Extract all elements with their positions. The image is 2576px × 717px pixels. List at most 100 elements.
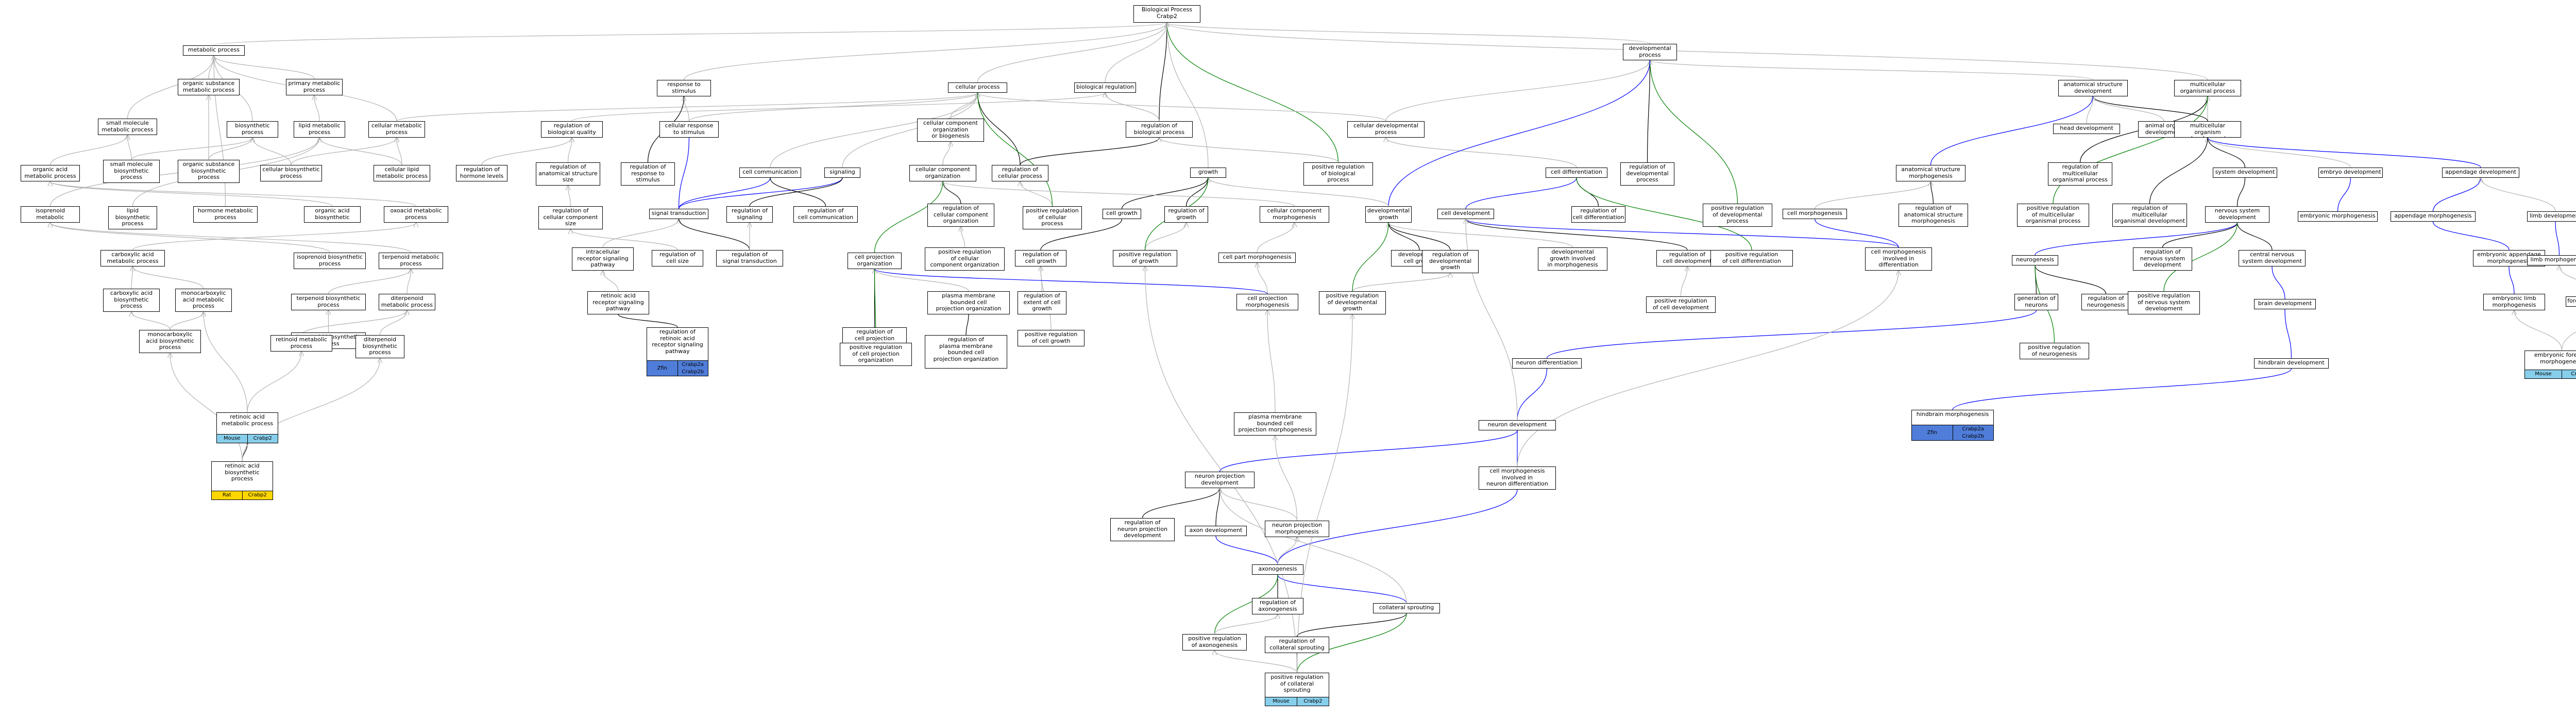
go-term-node[interactable]: biological regulation xyxy=(1074,82,1136,93)
go-term-node[interactable]: positive regulation of cell development xyxy=(1646,296,1716,313)
go-term-node[interactable]: biosynthetic process xyxy=(227,121,278,138)
go-term-node[interactable]: cell development xyxy=(1437,209,1494,219)
go-term-node[interactable]: neuron development xyxy=(1479,420,1556,430)
go-term-node[interactable]: regulation of plasma membrane bounded ce… xyxy=(925,335,1007,369)
go-term-node[interactable]: regulation of developmental growth xyxy=(1422,250,1479,273)
go-term-node[interactable]: system development xyxy=(2213,168,2277,178)
go-term-node[interactable]: regulation of neurogenesis xyxy=(2081,294,2130,310)
go-term-node[interactable]: regulation of nervous system development xyxy=(2133,247,2192,271)
go-term-node[interactable]: regulation of multicellular organismal p… xyxy=(2048,162,2112,186)
go-term-node[interactable]: neuron differentiation xyxy=(1512,358,1582,369)
go-term-node[interactable]: plasma membrane bounded cell projection … xyxy=(1234,412,1316,436)
go-term-node[interactable]: regulation of biological process xyxy=(1126,121,1193,138)
go-term-node[interactable]: signal transduction xyxy=(649,209,708,219)
go-term-node[interactable]: regulation of cellular component organiz… xyxy=(927,204,994,227)
go-term-node[interactable]: small molecule biosynthetic process xyxy=(103,160,160,183)
go-term-node[interactable]: anatomical structure development xyxy=(2058,80,2128,96)
go-term-node[interactable]: embryonic forelimb morphogenesisMouseCra… xyxy=(2524,351,2576,379)
go-term-node[interactable]: regulation of response to stimulus xyxy=(621,162,675,186)
go-term-node[interactable]: regulation of growth xyxy=(1164,206,1208,223)
go-term-node[interactable]: central nervous system development xyxy=(2239,250,2306,266)
go-term-node[interactable]: cellular metabolic process xyxy=(368,121,425,138)
go-term-node[interactable]: isoprenoid biosynthetic process xyxy=(294,253,366,269)
go-term-node[interactable]: intracellular receptor signaling pathway xyxy=(572,247,634,271)
go-term-node[interactable]: embryonic morphogenesis xyxy=(2298,211,2378,222)
go-term-node[interactable]: growth xyxy=(1190,168,1226,178)
go-term-node[interactable]: regulation of multicellular organismal d… xyxy=(2112,204,2187,227)
go-term-node[interactable]: regulation of signaling xyxy=(726,206,773,223)
go-term-node[interactable]: multicellular organism development xyxy=(2174,121,2241,138)
go-term-node[interactable]: brain development xyxy=(2254,299,2316,309)
go-term-node[interactable]: diterpenoid metabolic process xyxy=(379,294,435,310)
go-term-node[interactable]: developmental process xyxy=(1623,44,1677,60)
go-term-node[interactable]: neuron projection development xyxy=(1185,472,1255,488)
go-term-node[interactable]: hormone metabolic process xyxy=(193,206,258,223)
go-term-node[interactable]: diterpenoid biosynthetic process xyxy=(355,335,404,358)
go-term-node[interactable]: nervous system development xyxy=(2205,206,2269,223)
go-term-node[interactable]: regulation of collateral sprouting xyxy=(1265,637,1329,653)
go-term-node[interactable]: neurogenesis xyxy=(2012,255,2058,265)
go-term-node[interactable]: retinoid metabolic process xyxy=(270,335,332,352)
go-term-node[interactable]: multicellular organismal process xyxy=(2174,80,2241,96)
go-term-node[interactable]: anatomical structure morphogenesis xyxy=(1896,165,1965,181)
go-term-node[interactable]: cellular component organization or bioge… xyxy=(917,119,984,142)
go-term-node[interactable]: positive regulation of cellular process xyxy=(1023,206,1082,229)
go-term-node[interactable]: positive regulation of growth xyxy=(1113,250,1177,266)
go-term-node[interactable]: carboxylic acid metabolic process xyxy=(100,250,165,266)
go-term-node[interactable]: regulation of extent of cell growth xyxy=(1018,291,1066,314)
go-term-node[interactable]: regulation of neuron projection developm… xyxy=(1110,518,1175,541)
go-term-node[interactable]: organic substance metabolic process xyxy=(178,79,240,95)
go-term-node[interactable]: cellular component organization xyxy=(909,165,976,181)
go-term-node[interactable]: regulation of cell communication xyxy=(793,206,858,223)
go-term-node[interactable]: regulation of signal transduction xyxy=(716,250,783,266)
go-term-node[interactable]: neuron projection morphogenesis xyxy=(1265,521,1329,537)
go-term-node[interactable]: regulation of biological quality xyxy=(541,121,603,138)
go-term-node[interactable]: terpenoid metabolic process xyxy=(379,253,443,269)
go-term-node[interactable]: positive regulation of cellular componen… xyxy=(925,247,1005,271)
go-term-node[interactable]: regulation of cell growth xyxy=(1015,250,1066,266)
go-term-node[interactable]: cellular response to stimulus xyxy=(659,121,719,138)
go-term-node[interactable]: plasma membrane bounded cell projection … xyxy=(927,291,1010,314)
go-term-node[interactable]: cellular process xyxy=(948,82,1007,93)
go-term-node[interactable]: monocarboxylic acid metabolic process xyxy=(175,289,232,312)
go-term-node[interactable]: regulation of anatomical structure size xyxy=(536,162,600,186)
go-term-node[interactable]: collateral sprouting xyxy=(1373,603,1440,613)
go-term-node[interactable]: regulation of hormone levels xyxy=(456,165,507,181)
go-term-node[interactable]: generation of neurons xyxy=(2014,294,2058,310)
go-term-node[interactable]: regulation of cellular process xyxy=(992,165,1048,181)
go-term-node[interactable]: cell communication xyxy=(739,168,801,178)
go-term-node[interactable]: regulation of cell development xyxy=(1656,250,1718,266)
go-term-node[interactable]: regulation of cell differentiation xyxy=(1571,206,1625,223)
go-term-node[interactable]: terpenoid biosynthetic process xyxy=(291,294,366,310)
go-term-node[interactable]: positive regulation of axonogenesis xyxy=(1182,634,1247,651)
go-term-node[interactable]: axon development xyxy=(1185,526,1247,536)
go-term-node[interactable]: response to stimulus xyxy=(657,80,711,96)
go-term-node[interactable]: positive regulation of developmental pro… xyxy=(1703,204,1772,227)
go-term-node[interactable]: positive regulation of cell projection o… xyxy=(840,343,912,366)
go-term-node[interactable]: metabolic process xyxy=(183,45,245,56)
go-term-node[interactable]: lipid metabolic process xyxy=(294,121,345,138)
go-term-node[interactable]: hindbrain development xyxy=(2254,358,2329,369)
go-term-node[interactable]: limb morphogenesis xyxy=(2527,255,2576,265)
go-term-node[interactable]: organic substance biosynthetic process xyxy=(178,160,240,183)
go-term-node[interactable]: cell morphogenesis involved in neuron di… xyxy=(1479,466,1556,490)
go-term-node[interactable]: positive regulation of multicellular org… xyxy=(2017,204,2089,227)
go-term-node[interactable]: organic acid metabolic process xyxy=(21,165,80,181)
go-term-node[interactable]: positive regulation of developmental gro… xyxy=(1319,291,1386,314)
go-term-node[interactable]: cell part morphogenesis xyxy=(1218,253,1296,263)
go-term-node[interactable]: axonogenesis xyxy=(1252,564,1303,575)
go-term-node[interactable]: lipid biosynthetic process xyxy=(108,206,157,229)
go-term-node[interactable]: cell differentiation xyxy=(1546,168,1607,178)
go-term-node[interactable]: positive regulation of cell growth xyxy=(1018,330,1084,346)
go-term-node[interactable]: regulation of retinoic acid receptor sig… xyxy=(647,327,708,376)
go-term-node[interactable]: retinoic acid receptor signaling pathway xyxy=(587,291,649,314)
go-term-node[interactable]: cell morphogenesis xyxy=(1783,209,1847,219)
go-term-node[interactable]: isoprenoid metabolic process xyxy=(21,206,80,223)
go-term-node[interactable]: small molecule metabolic process xyxy=(98,119,157,135)
go-term-node[interactable]: cellular lipid metabolic process xyxy=(374,165,430,181)
go-term-node[interactable]: head development xyxy=(2053,124,2120,134)
go-term-node[interactable]: positive regulation of cell differentiat… xyxy=(1710,250,1793,266)
go-term-node[interactable]: cell projection organization xyxy=(848,253,902,269)
